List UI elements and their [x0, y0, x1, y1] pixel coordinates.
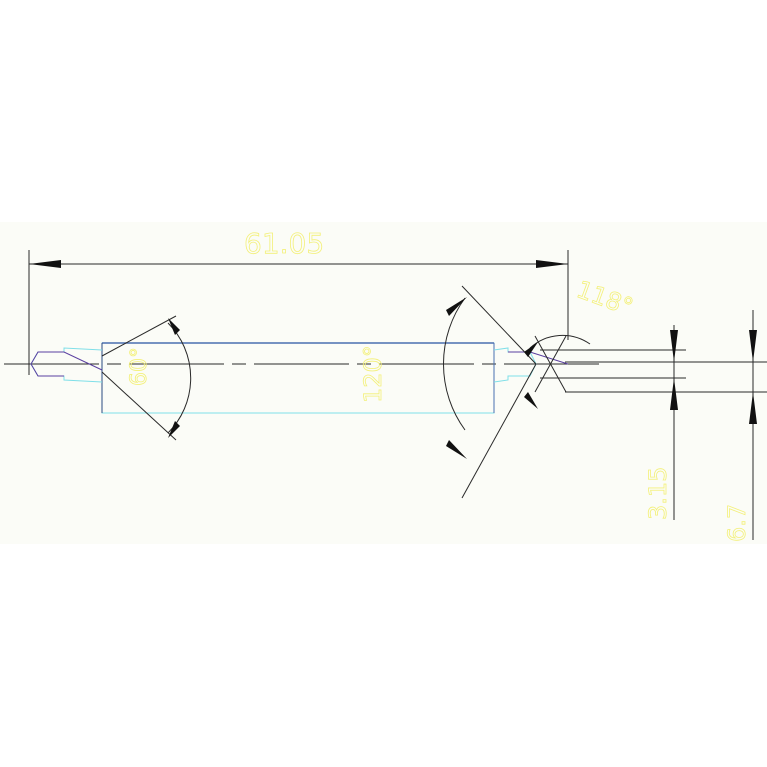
- small-diameter-arrow-bottom: [670, 378, 678, 410]
- large-diameter-arrow-top: [749, 330, 757, 362]
- left-angle-arrow-top: [168, 318, 180, 335]
- left-angle-dimension: [101, 315, 192, 441]
- small-diameter-label: 3.15: [644, 467, 672, 520]
- arrowhead-right: [536, 260, 568, 268]
- right-angle-dimension: [524, 334, 591, 409]
- right-angle-arrow-bottom: [524, 392, 538, 409]
- left-angle-arc: [167, 322, 192, 434]
- left-angle-arrow-bottom: [168, 421, 180, 438]
- center-angle-leader-top: [461, 285, 537, 365]
- left-chamfer: [30, 351, 103, 377]
- right-angle-arrow-top: [524, 342, 538, 357]
- center-angle-label: 120°: [359, 345, 387, 403]
- small-diameter-arrow-top: [670, 330, 678, 362]
- drawing-area: [0, 222, 767, 544]
- overall-length-label: 61.05: [244, 227, 324, 260]
- center-angle-arrow-top: [446, 297, 467, 316]
- right-angle-arc: [529, 334, 591, 349]
- diameter-dimensions: [540, 310, 767, 540]
- center-angle-leader-bottom: [461, 363, 537, 499]
- left-angle-leader-bottom: [101, 371, 177, 441]
- center-angle-arc: [443, 297, 466, 431]
- center-angle-dimension: [443, 285, 537, 499]
- large-diameter-label: 6.7: [723, 504, 751, 542]
- arrowhead-left: [29, 260, 61, 268]
- overall-length-dimension: [28, 250, 569, 375]
- center-angle-arrow-bottom: [446, 440, 467, 459]
- left-angle-label: 60°: [127, 347, 152, 386]
- left-angle-leader-top: [101, 315, 177, 357]
- right-angle-leader-bottom: [534, 335, 567, 393]
- large-diameter-arrow-bottom: [749, 392, 757, 424]
